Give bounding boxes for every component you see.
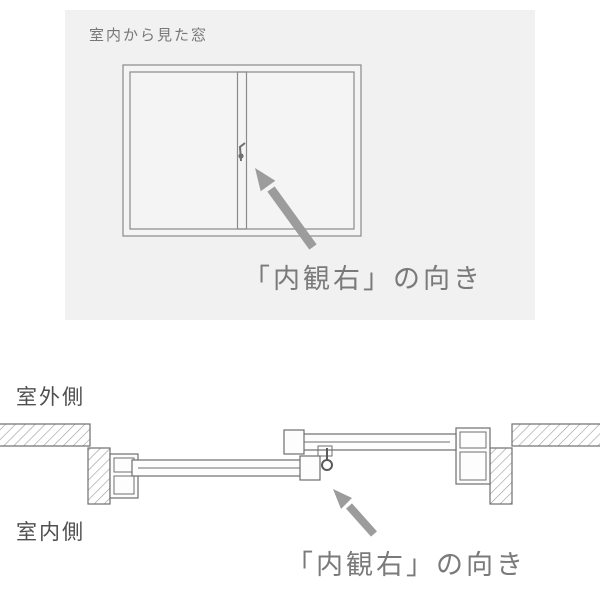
right-jamb-wall bbox=[489, 447, 513, 505]
left-wall-section bbox=[0, 423, 91, 447]
panel-caption: 室内から見た窓 bbox=[89, 26, 209, 44]
indoor-side-label: 室内側 bbox=[16, 520, 85, 544]
right-wall-section bbox=[511, 423, 600, 447]
direction-arrow-icon bbox=[255, 168, 317, 250]
wall-sections bbox=[0, 423, 600, 505]
right-frame-section bbox=[455, 427, 491, 485]
window-frame bbox=[122, 64, 362, 237]
window-meeting-stile bbox=[236, 71, 248, 230]
window-outer-frame bbox=[122, 64, 362, 237]
crescent-lock-handle-icon bbox=[238, 142, 246, 162]
crescent-lock-section bbox=[317, 445, 333, 471]
direction-label-top: 「内観右」の向き bbox=[243, 264, 483, 295]
outdoor-side-label: 室外側 bbox=[16, 385, 85, 409]
inner-sash-section bbox=[131, 455, 321, 481]
direction-label-bottom: 「内観右」の向き bbox=[286, 550, 526, 581]
left-jamb-wall bbox=[87, 447, 111, 505]
direction-arrow-icon bbox=[333, 489, 377, 537]
outer-sash-section bbox=[283, 429, 457, 455]
plan-section-drawing bbox=[0, 423, 600, 537]
window-elevation-drawing bbox=[122, 64, 362, 250]
interior-view-panel: 室内から見た窓 「内観右」の向き bbox=[65, 10, 535, 320]
